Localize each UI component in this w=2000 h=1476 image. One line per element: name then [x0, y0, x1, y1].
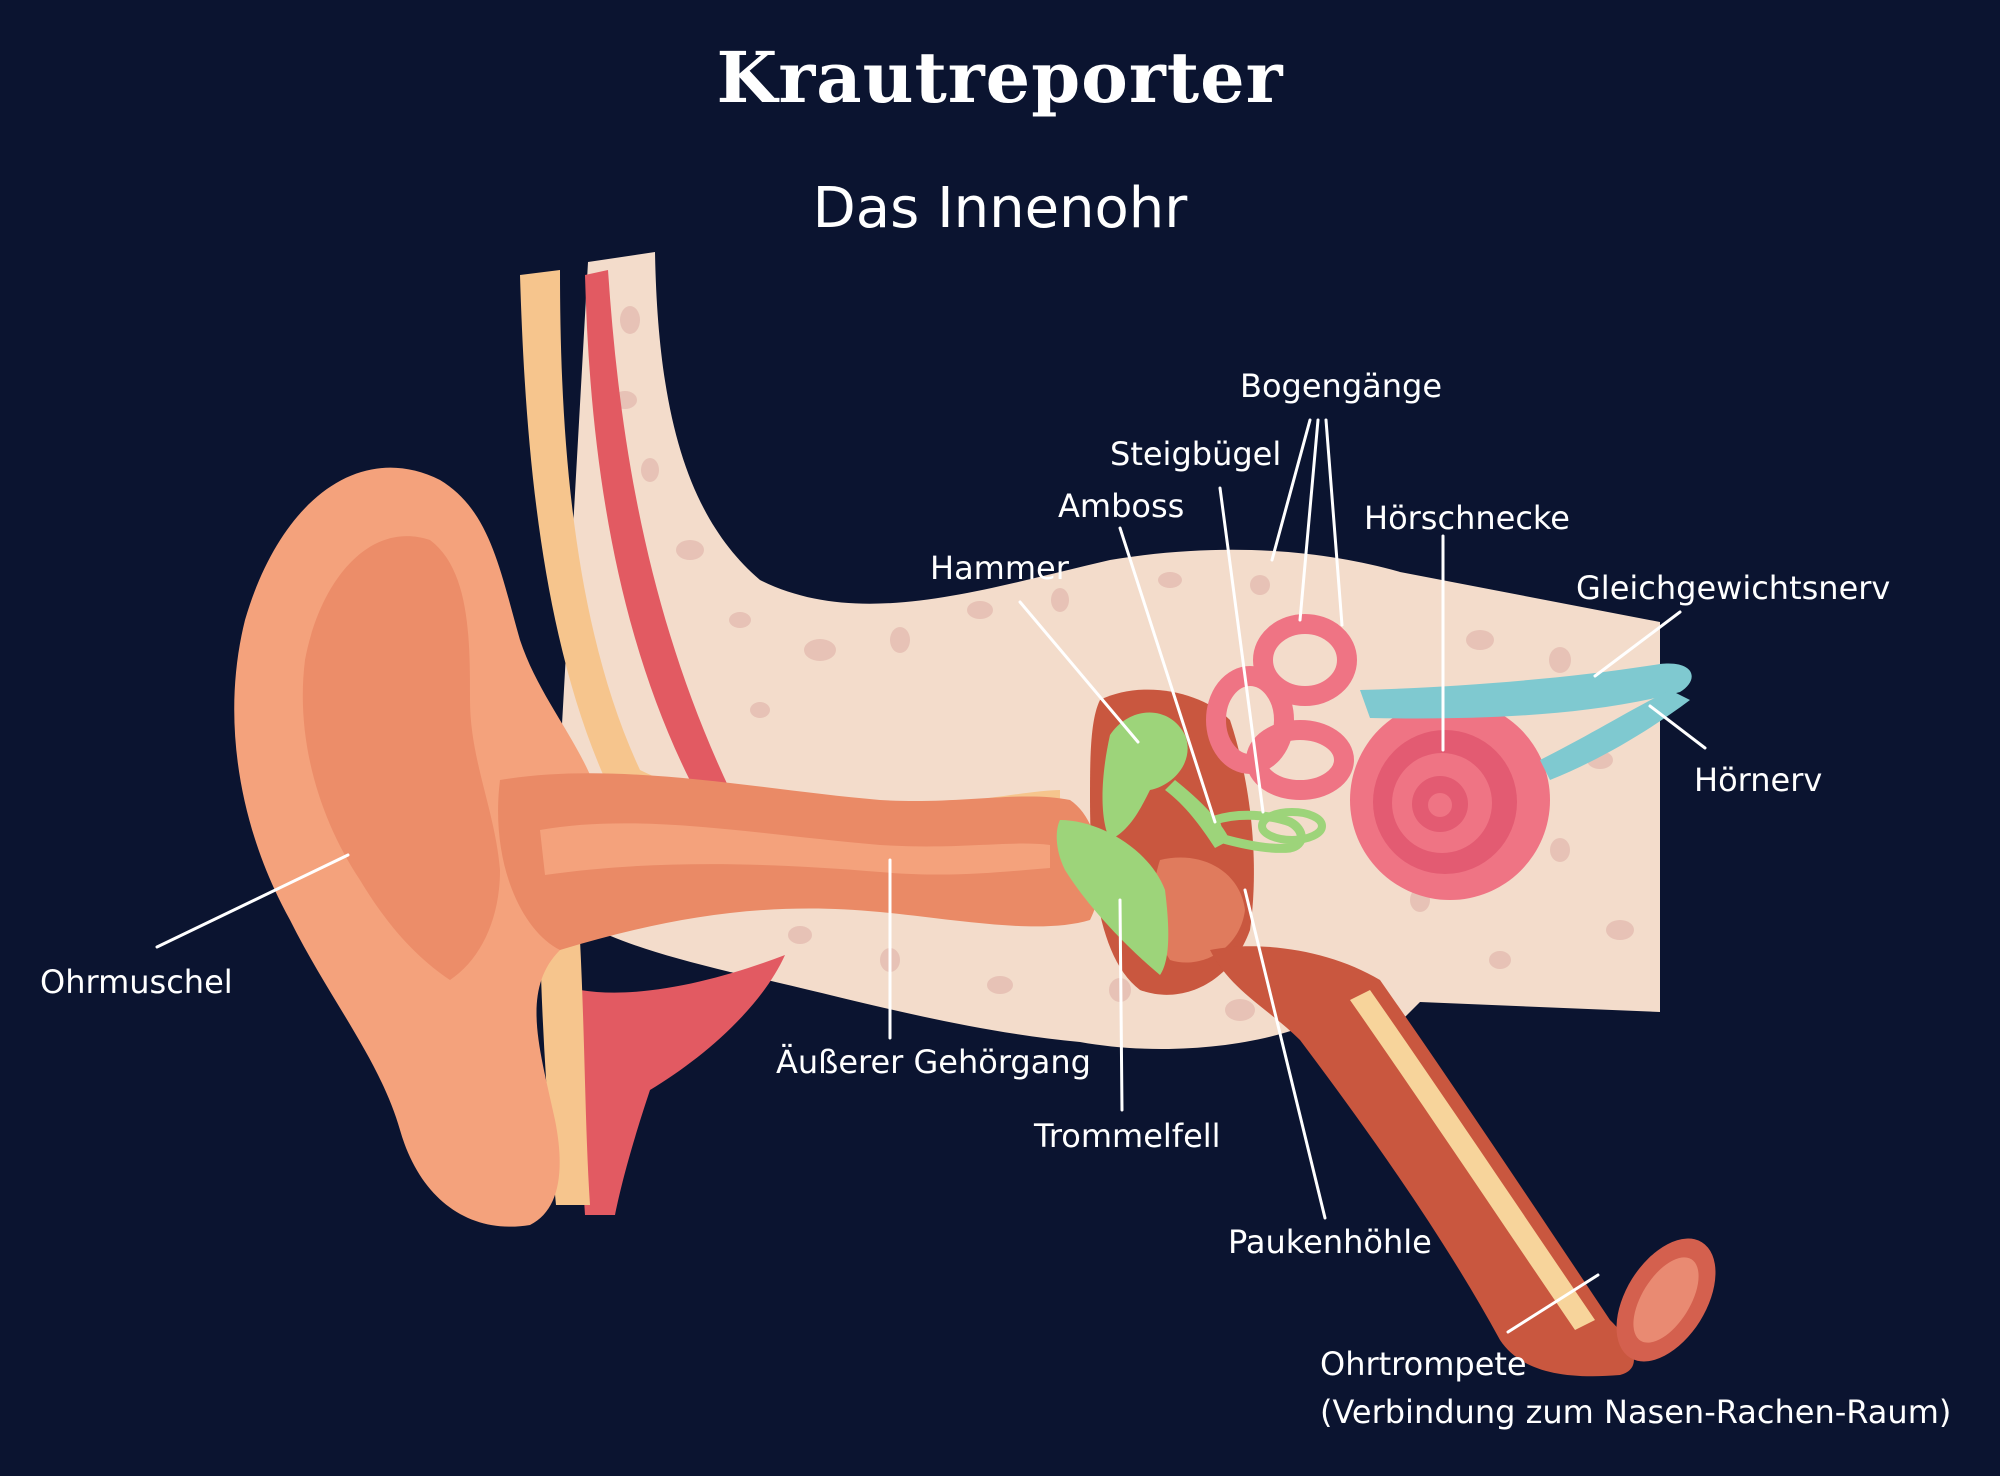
label-gehoergang: Äußerer Gehörgang	[776, 1043, 1091, 1081]
label-hoerschnecke: Hörschnecke	[1364, 499, 1570, 537]
label-hoernerv: Hörnerv	[1694, 761, 1823, 799]
label-hammer: Hammer	[930, 549, 1069, 587]
leader-lines	[155, 418, 1707, 1334]
auricle-inner	[302, 536, 500, 980]
tympanic-cavity-light	[1153, 857, 1245, 963]
eustachian-tube-opening-inner	[1633, 1257, 1699, 1343]
label-steigbuegel: Steigbügel	[1110, 435, 1282, 473]
eardrum	[1056, 820, 1169, 975]
label-ohrmuschel: Ohrmuschel	[40, 963, 233, 1001]
muscle-band	[585, 270, 730, 800]
muscle-lower	[579, 955, 785, 1215]
label-amboss: Amboss	[1058, 487, 1185, 525]
hammer-bone	[1102, 712, 1188, 840]
ear-canal-highlight	[540, 823, 1050, 875]
stirrup-footplate	[1258, 808, 1326, 844]
brand-logo: Krautreporter	[716, 36, 1284, 119]
label-gleichgewichtsnerv: Gleichgewichtsnerv	[1576, 569, 1891, 607]
eustachian-tube-inner	[1350, 990, 1595, 1330]
label-ohrtrompete-sub: (Verbindung zum Nasen-Rachen-Raum)	[1320, 1393, 1952, 1431]
label-trommelfell: Trommelfell	[1034, 1117, 1221, 1155]
label-ohrtrompete: Ohrtrompete	[1320, 1345, 1527, 1383]
cochlear-nerve	[1540, 690, 1690, 780]
diagram-title: Das Innenohr	[812, 176, 1188, 241]
bone-pores	[613, 306, 1634, 1021]
eustachian-tube	[1210, 946, 1634, 1377]
label-bogengaenge: Bogengänge	[1240, 367, 1443, 405]
cochlea-center	[1428, 793, 1452, 817]
label-paukenhoehle: Paukenhöhle	[1228, 1223, 1432, 1261]
